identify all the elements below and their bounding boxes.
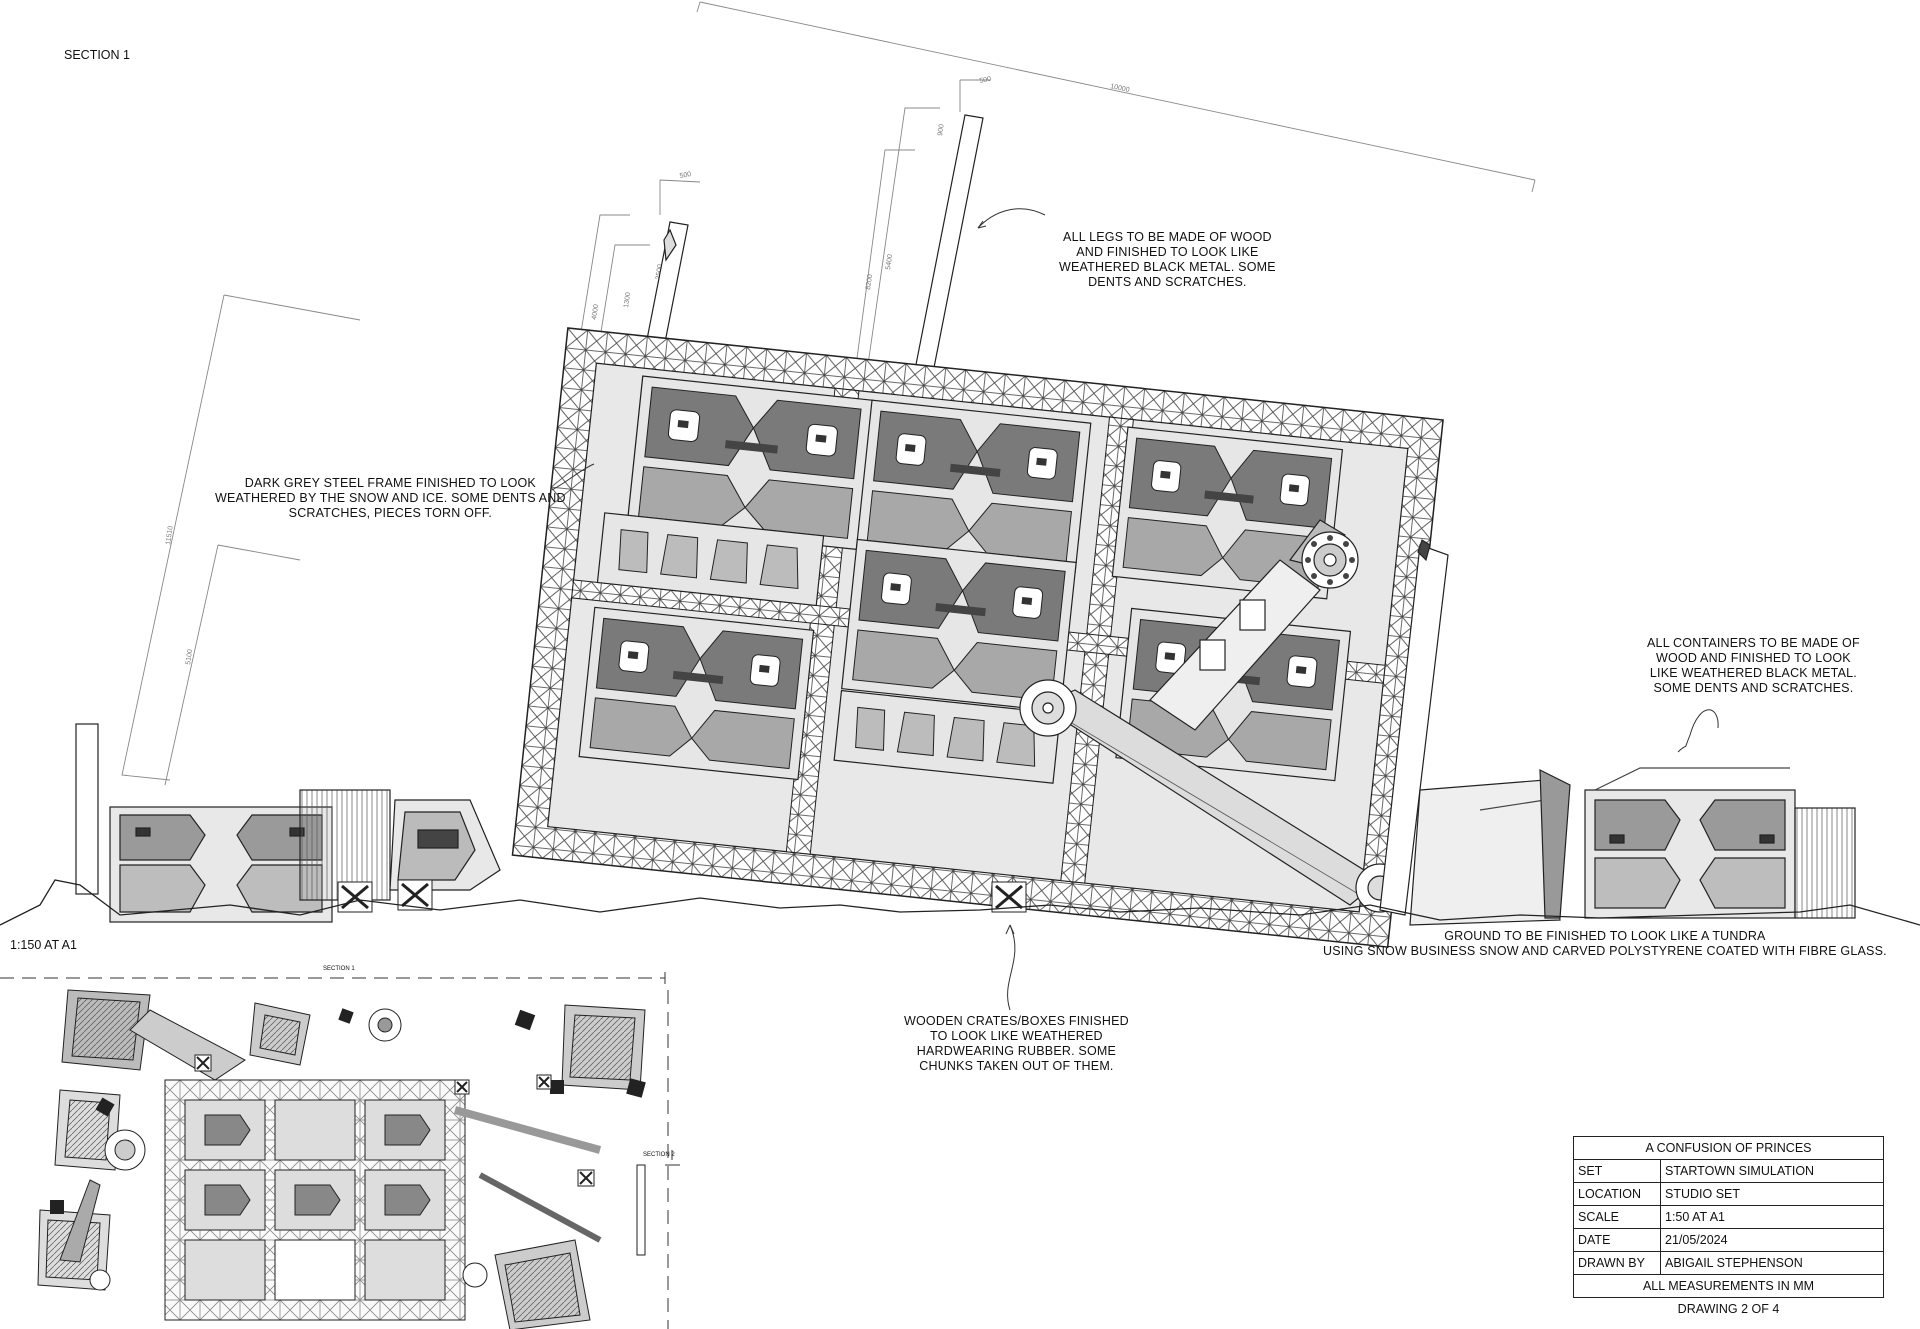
- note-ground: GROUND TO BE FINISHED TO LOOK LIKE A TUN…: [1323, 929, 1887, 958]
- svg-text:10000: 10000: [1110, 83, 1131, 94]
- right-pole: [1379, 539, 1449, 916]
- svg-text:4000: 4000: [591, 304, 600, 321]
- section-label: SECTION 1: [64, 48, 130, 62]
- title-block-title: A CONFUSION OF PRINCES: [1573, 1136, 1884, 1160]
- plan-section-1-label: SECTION 1: [323, 966, 355, 972]
- drawing-number: DRAWING 2 OF 4: [1677, 1302, 1780, 1316]
- svg-text:11510: 11510: [165, 525, 175, 545]
- left-containers: [75, 723, 501, 923]
- svg-text:1300: 1300: [623, 292, 632, 309]
- svg-text:900: 900: [937, 124, 946, 137]
- leader-lines: [551, 208, 1719, 1011]
- svg-text:5400: 5400: [885, 254, 894, 271]
- plan-section-cut-line: [0, 972, 680, 1329]
- svg-text:5100: 5100: [185, 649, 194, 666]
- tundra-ground-line: [0, 879, 1920, 926]
- plan-section-2-label: SECTION 2: [643, 1152, 675, 1158]
- plan-scale-label: 1:150 AT A1: [10, 938, 77, 952]
- gear-icon: [1288, 519, 1359, 589]
- svg-text:500: 500: [679, 171, 692, 180]
- svg-text:8200: 8200: [865, 274, 874, 291]
- right-containers: [1409, 767, 1856, 926]
- svg-text:500: 500: [979, 76, 992, 85]
- dimension-lines: [121, 1, 1536, 786]
- plan-view: [37, 989, 646, 1329]
- title-block-footer: ALL MEASUREMENTS IN MM: [1573, 1274, 1884, 1298]
